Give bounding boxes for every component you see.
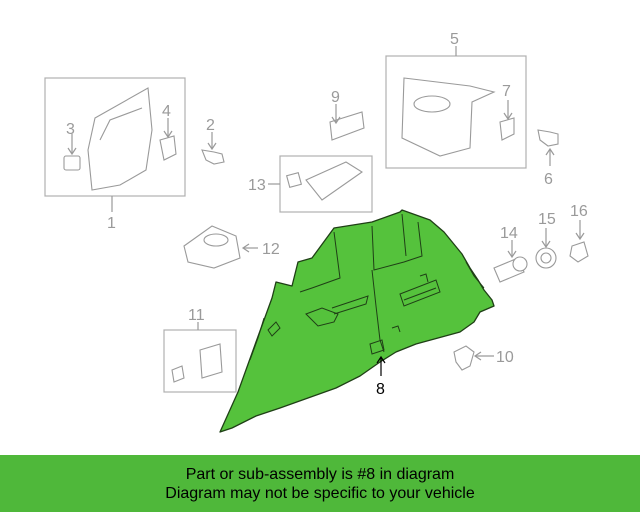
clip-part-4 (159, 135, 177, 161)
callout-16: 16 (570, 203, 588, 220)
part-11-box (163, 329, 237, 393)
part-11-small (171, 365, 185, 383)
callout-11: 11 (188, 307, 205, 324)
cover-part-12-detail (203, 233, 229, 247)
trim-part-5-detail (413, 95, 451, 113)
clip-part-7 (499, 117, 515, 141)
callout-4: 4 (162, 103, 171, 120)
parts-diagram: 3 4 1 2 9 13 5 7 6 (44, 31, 589, 433)
callout-3: 3 (66, 121, 75, 138)
screw-part-2 (201, 149, 225, 165)
callout-12: 12 (262, 241, 280, 258)
part-6-screw: 6 (537, 129, 559, 188)
callout-1: 1 (107, 215, 116, 232)
callout-10: 10 (496, 349, 514, 366)
part-13-small (285, 171, 303, 189)
callout-5: 5 (450, 31, 459, 48)
part-14-end (512, 256, 528, 272)
info-banner: Part or sub-assembly is #8 in diagram Di… (0, 455, 640, 512)
part-16 (569, 241, 589, 263)
callout-14: 14 (500, 225, 518, 242)
part-15-inner (540, 252, 552, 264)
part-13-group: 13 (248, 155, 373, 213)
part-1-group: 3 4 1 (44, 77, 186, 232)
side-panel-part-1 (87, 87, 153, 191)
banner-line-1: Part or sub-assembly is #8 in diagram (185, 465, 455, 483)
part-12-group: 12 (183, 225, 280, 269)
part-11-group: 11 (163, 307, 237, 393)
part-10-group: 10 (453, 345, 514, 371)
callout-15: 15 (538, 211, 556, 228)
bracket-part-9 (329, 111, 365, 141)
side-panel-detail (99, 107, 143, 141)
cover-part-12 (183, 225, 241, 269)
part-9-bracket: 9 (329, 89, 365, 141)
part-5-group: 5 7 (385, 31, 527, 169)
callout-6: 6 (544, 171, 553, 188)
callout-8: 8 (376, 381, 385, 398)
part-13-component (305, 161, 363, 201)
part-8-highlighted (219, 209, 495, 433)
clip-part-10 (453, 345, 475, 371)
clip-part-3 (63, 155, 81, 171)
callout-7: 7 (502, 83, 511, 100)
parts-14-16: 14 15 16 (493, 203, 589, 283)
callout-9: 9 (331, 89, 340, 106)
screw-part-6 (537, 129, 559, 147)
part-11-large (199, 343, 223, 379)
banner-line-2: Diagram may not be specific to your vehi… (165, 484, 475, 502)
part-2-screw: 2 (201, 117, 225, 165)
callout-2: 2 (206, 117, 215, 134)
callout-13: 13 (248, 177, 266, 194)
